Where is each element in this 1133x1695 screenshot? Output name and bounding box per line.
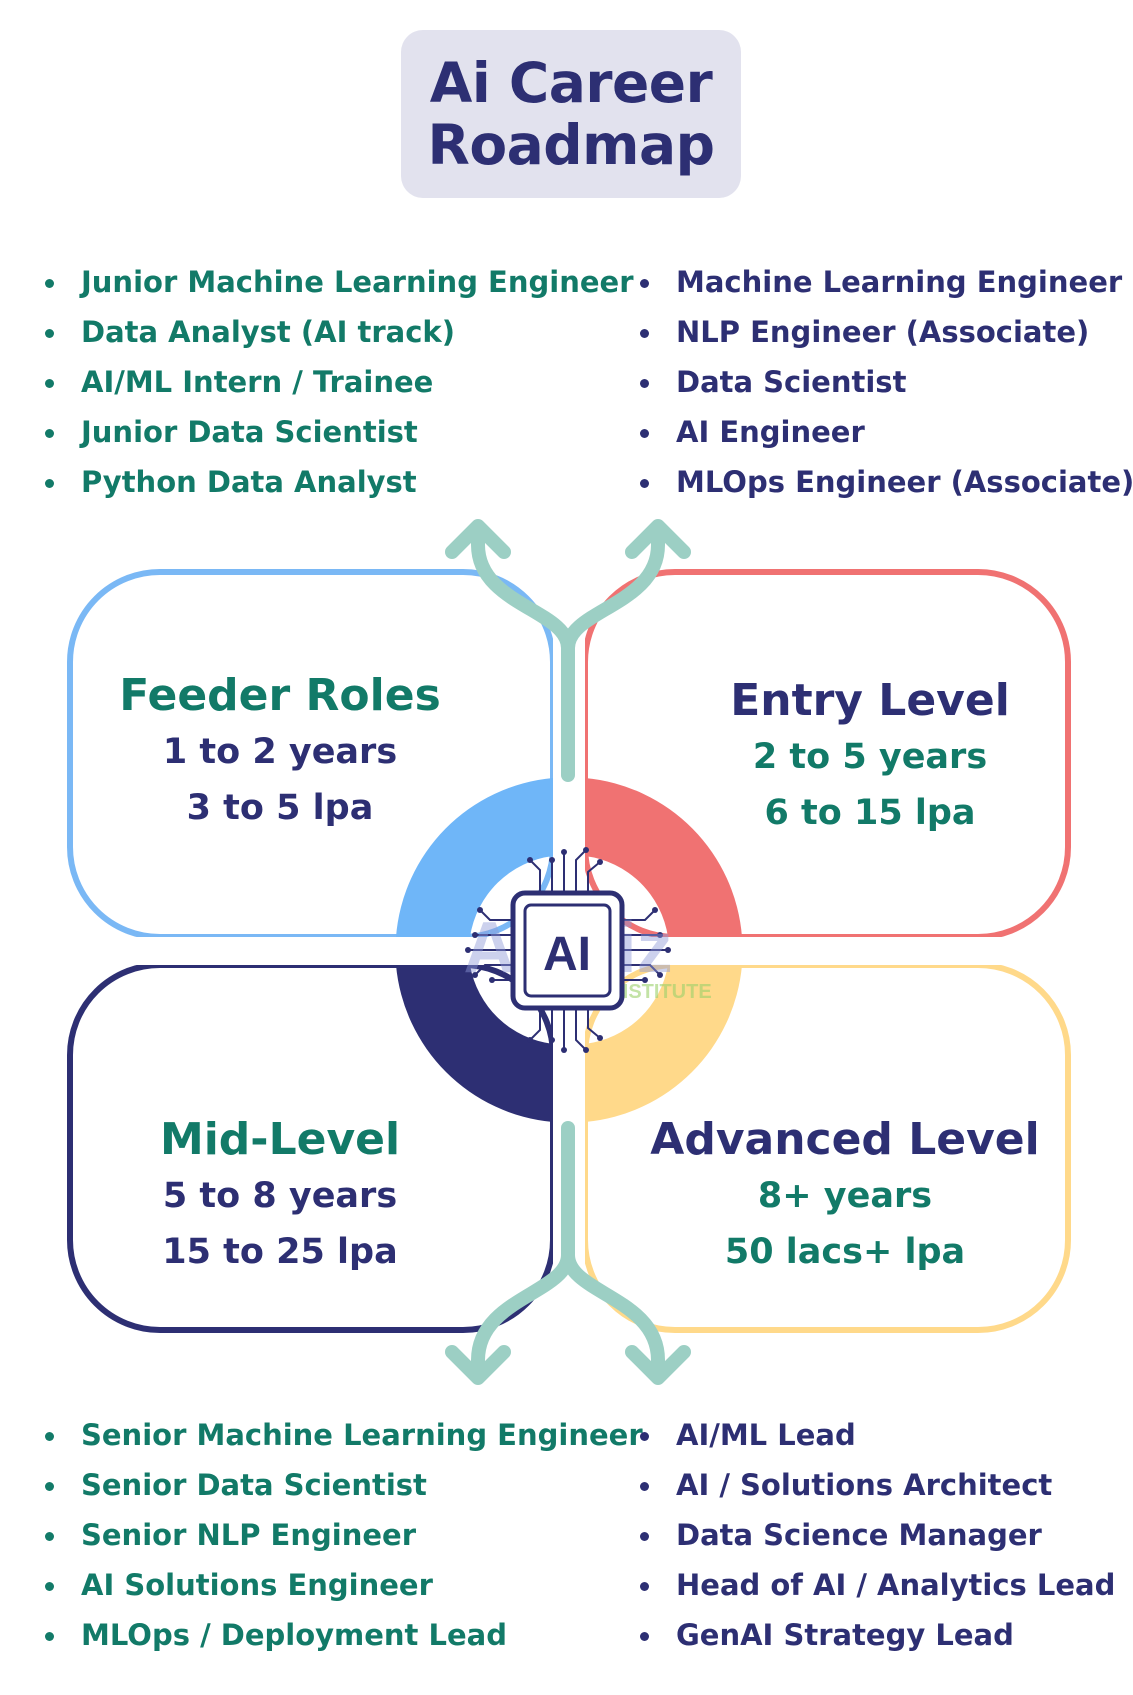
list-item: MLOps / Deployment Lead bbox=[45, 1610, 643, 1660]
list-item: Data Scientist bbox=[640, 357, 1133, 407]
entry-years: 2 to 5 years bbox=[752, 737, 988, 777]
list-item: MLOps Engineer (Associate) bbox=[640, 457, 1133, 507]
page-title-line-2: Roadmap bbox=[427, 113, 715, 177]
entry-ring-segment bbox=[585, 778, 742, 937]
advanced-ring-segment bbox=[585, 965, 742, 1122]
list-item: AI/ML Intern / Trainee bbox=[45, 357, 634, 407]
list-item: Junior Machine Learning Engineer bbox=[45, 257, 634, 307]
list-item: Machine Learning Engineer bbox=[640, 257, 1133, 307]
list-item: GenAI Strategy Lead bbox=[640, 1610, 1115, 1660]
feeder-title: Feeder Roles bbox=[119, 670, 441, 721]
feeder-years: 1 to 2 years bbox=[162, 732, 398, 772]
list-item: AI / Solutions Architect bbox=[640, 1460, 1115, 1510]
advanced-card-text: Advanced Level 8+ years 50 lacs+ lpa bbox=[650, 1112, 1040, 1280]
list-item: Senior Machine Learning Engineer bbox=[45, 1410, 643, 1460]
feeder-roles-list: Junior Machine Learning Engineer Data An… bbox=[45, 257, 634, 507]
watermark-subtext: INSTITUTE bbox=[608, 981, 711, 1003]
entry-roles-list: Machine Learning Engineer NLP Engineer (… bbox=[640, 257, 1133, 507]
list-item: AI/ML Lead bbox=[640, 1410, 1115, 1460]
list-item: Senior NLP Engineer bbox=[45, 1510, 643, 1560]
list-item: NLP Engineer (Associate) bbox=[640, 307, 1133, 357]
list-item: AI Engineer bbox=[640, 407, 1133, 457]
mid-title: Mid-Level bbox=[159, 1114, 401, 1165]
mid-ring-segment bbox=[396, 965, 553, 1122]
list-item: Python Data Analyst bbox=[45, 457, 634, 507]
advanced-salary: 50 lacs+ lpa bbox=[724, 1232, 966, 1272]
advanced-title: Advanced Level bbox=[650, 1114, 1040, 1165]
ai-chip-icon: Avidiz INSTITUTE AI bbox=[463, 847, 712, 1053]
list-item: AI Solutions Engineer bbox=[45, 1560, 643, 1610]
entry-card-text: Entry Level 2 to 5 years 6 to 15 lpa bbox=[690, 673, 1050, 841]
downward-arrow-icon bbox=[445, 1121, 691, 1385]
mid-card-text: Mid-Level 5 to 8 years 15 to 25 lpa bbox=[100, 1112, 460, 1280]
feeder-salary: 3 to 5 lpa bbox=[186, 788, 374, 828]
advanced-roles-list: AI/ML Lead AI / Solutions Architect Data… bbox=[640, 1410, 1115, 1660]
feeder-card-text: Feeder Roles 1 to 2 years 3 to 5 lpa bbox=[100, 668, 460, 836]
page-title-line-1: Ai Career bbox=[429, 51, 713, 115]
title-box: Ai Career Roadmap bbox=[401, 30, 741, 198]
advanced-years: 8+ years bbox=[757, 1176, 933, 1216]
mid-salary: 15 to 25 lpa bbox=[162, 1232, 398, 1272]
mid-years: 5 to 8 years bbox=[162, 1176, 398, 1216]
ai-chip-label: AI bbox=[543, 928, 591, 981]
upward-arrow-icon bbox=[445, 519, 691, 782]
list-item: Data Analyst (AI track) bbox=[45, 307, 634, 357]
mid-roles-list: Senior Machine Learning Engineer Senior … bbox=[45, 1410, 643, 1660]
entry-title: Entry Level bbox=[730, 675, 1010, 726]
list-item: Data Science Manager bbox=[640, 1510, 1115, 1560]
list-item: Head of AI / Analytics Lead bbox=[640, 1560, 1115, 1610]
entry-salary: 6 to 15 lpa bbox=[764, 793, 976, 833]
feeder-ring-segment bbox=[396, 778, 553, 937]
list-item: Senior Data Scientist bbox=[45, 1460, 643, 1510]
list-item: Junior Data Scientist bbox=[45, 407, 634, 457]
